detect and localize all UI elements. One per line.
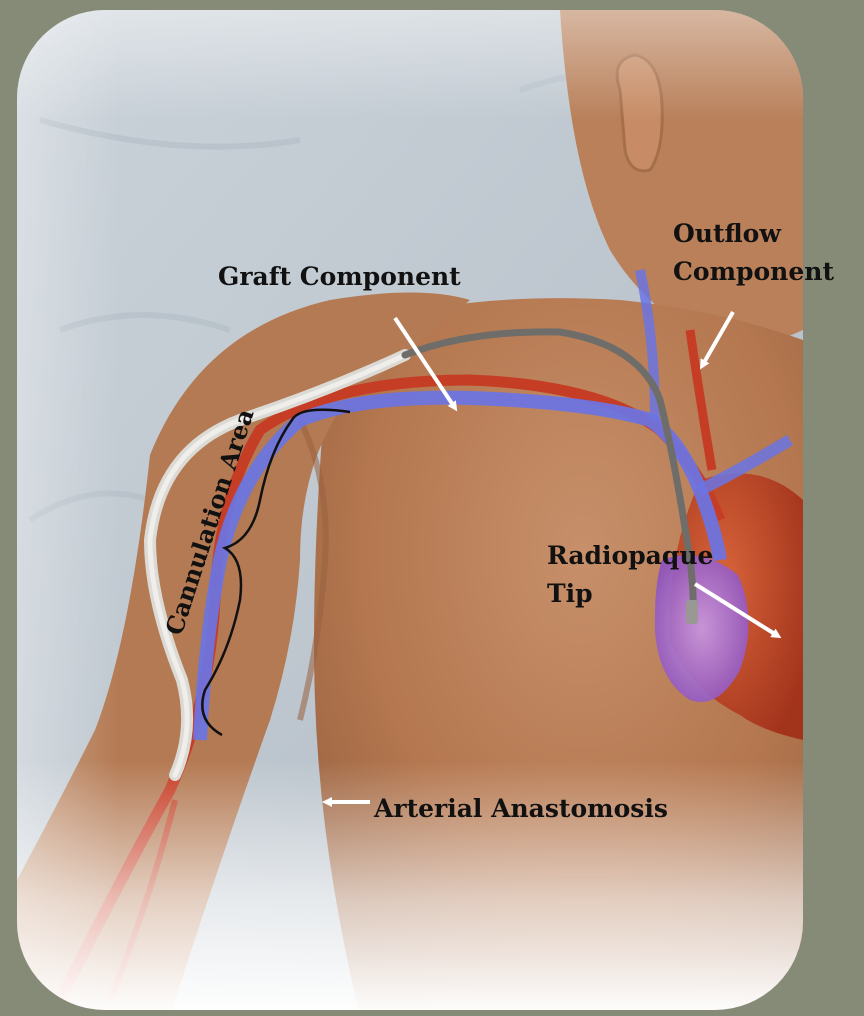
- label-radiopaque-tip: Radiopaque Tip: [547, 537, 713, 613]
- label-outflow-line2: Component: [673, 253, 834, 291]
- label-radiopaque-line2: Tip: [547, 575, 713, 613]
- label-outflow-component: Outflow Component: [673, 215, 834, 291]
- label-radiopaque-line1: Radiopaque: [547, 537, 713, 575]
- label-arterial-anastomosis: Arterial Anastomosis: [374, 790, 668, 828]
- label-graft-component: Graft Component: [218, 258, 461, 296]
- label-outflow-line1: Outflow: [673, 215, 834, 253]
